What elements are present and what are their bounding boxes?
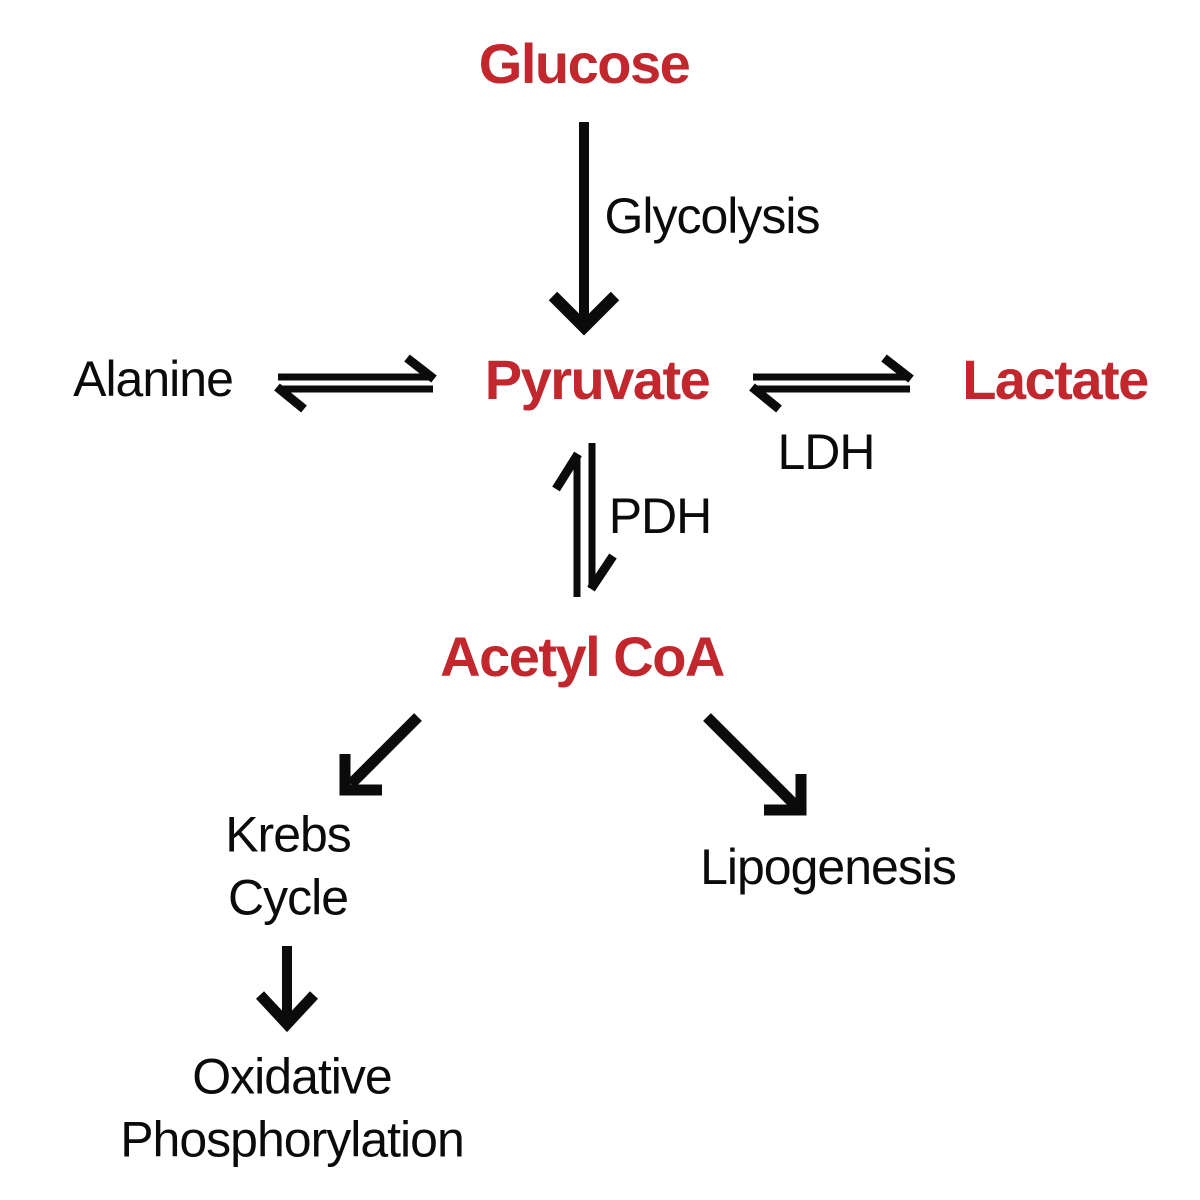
acetylcoa-krebs-arrow xyxy=(339,713,422,796)
node-krebs-cycle: Krebs Cycle xyxy=(225,806,352,926)
node-lipogenesis: Lipogenesis xyxy=(700,838,957,895)
glycolysis-label: Glycolysis xyxy=(604,187,820,244)
glycolysis-arrow xyxy=(548,122,620,336)
pyruvate-lactate-equilibrium-arrow xyxy=(749,354,914,413)
node-glucose: Glucose xyxy=(478,32,691,95)
pdh-equilibrium-arrow xyxy=(552,443,617,597)
ldh-label: LDH xyxy=(777,423,875,480)
node-acetyl-coa: Acetyl CoA xyxy=(440,625,725,688)
acetylcoa-lipogenesis-arrow xyxy=(703,713,807,816)
pdh-label: PDH xyxy=(608,487,713,544)
alanine-pyruvate-equilibrium-arrow xyxy=(274,354,437,413)
krebs-oxphos-arrow xyxy=(255,946,319,1033)
node-oxidative-phosphorylation: Oxidative Phosphorylation xyxy=(120,1048,465,1168)
node-lactate: Lactate xyxy=(962,348,1149,411)
node-pyruvate: Pyruvate xyxy=(484,348,711,411)
node-alanine: Alanine xyxy=(73,350,234,407)
